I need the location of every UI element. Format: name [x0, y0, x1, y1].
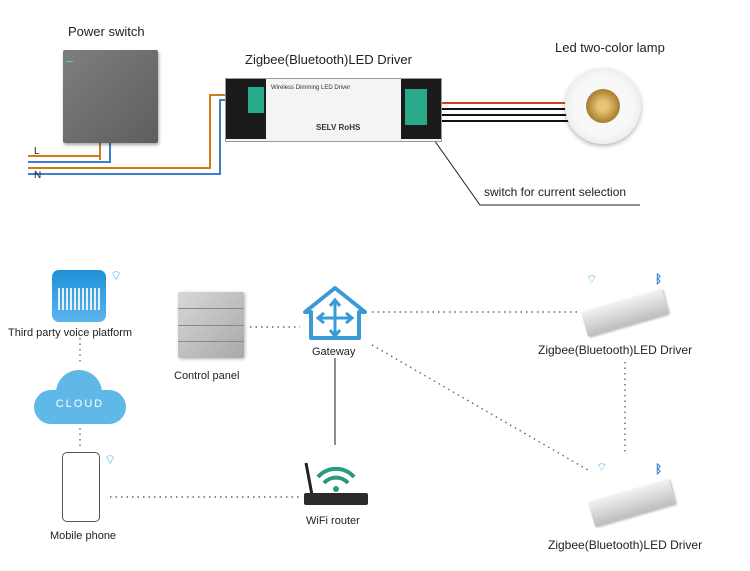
driver1-label: Zigbee(Bluetooth)LED Driver — [538, 343, 693, 357]
wifi-icon: ⌔ — [586, 272, 598, 286]
wifi-icon: ⌔ — [104, 452, 117, 467]
power-switch[interactable] — [63, 50, 158, 143]
switch-note: switch for current selection — [484, 185, 627, 199]
output-terminal — [405, 89, 427, 125]
wire-label-l: L — [34, 146, 40, 157]
voice-platform-icon — [52, 270, 106, 322]
driver-input-end — [226, 79, 266, 139]
mobile-phone-icon — [62, 452, 100, 522]
driver2-label: Zigbee(Bluetooth)LED Driver — [548, 538, 703, 552]
power-switch-label: Power switch — [68, 24, 145, 39]
bluetooth-icon: ᛒ — [655, 462, 663, 476]
switch-callout-line — [419, 119, 640, 206]
input-terminal — [248, 87, 264, 113]
mobile-label: Mobile phone — [50, 530, 117, 542]
wifi-router-icon — [304, 462, 368, 505]
driver-cert-text: SELV RoHS — [316, 123, 361, 132]
driver-label-text: Wireless Dimming LED Driver — [271, 85, 351, 91]
wifi-icon: ⌔ — [596, 460, 608, 474]
driver-title: Zigbee(Bluetooth)LED Driver — [245, 52, 412, 67]
driver-output-end — [401, 79, 441, 139]
lamp-label: Led two-color lamp — [555, 40, 665, 55]
wifi-icon: ⌔ — [110, 268, 123, 283]
control-panel-label: Control panel — [174, 370, 240, 382]
lamp-lens — [586, 89, 620, 123]
gateway-label: Gateway — [312, 346, 356, 358]
lamp-wiring — [440, 102, 580, 122]
router-label: WiFi router — [306, 515, 360, 527]
wire-label-n: N — [34, 170, 42, 181]
gateway-icon — [303, 286, 367, 340]
cloud-label: CLOUD — [55, 398, 105, 410]
led-driver-top: Wireless Dimming LED Driver SELV RoHS — [225, 78, 442, 142]
bluetooth-icon: ᛒ — [655, 272, 663, 286]
led-lamp — [565, 68, 641, 144]
cloud-icon: CLOUD — [34, 368, 126, 426]
switch-indicator — [66, 61, 73, 62]
control-panel-icon[interactable] — [178, 292, 244, 358]
voice-platform-label: Third party voice platform — [8, 327, 133, 339]
network-links — [79, 311, 626, 498]
